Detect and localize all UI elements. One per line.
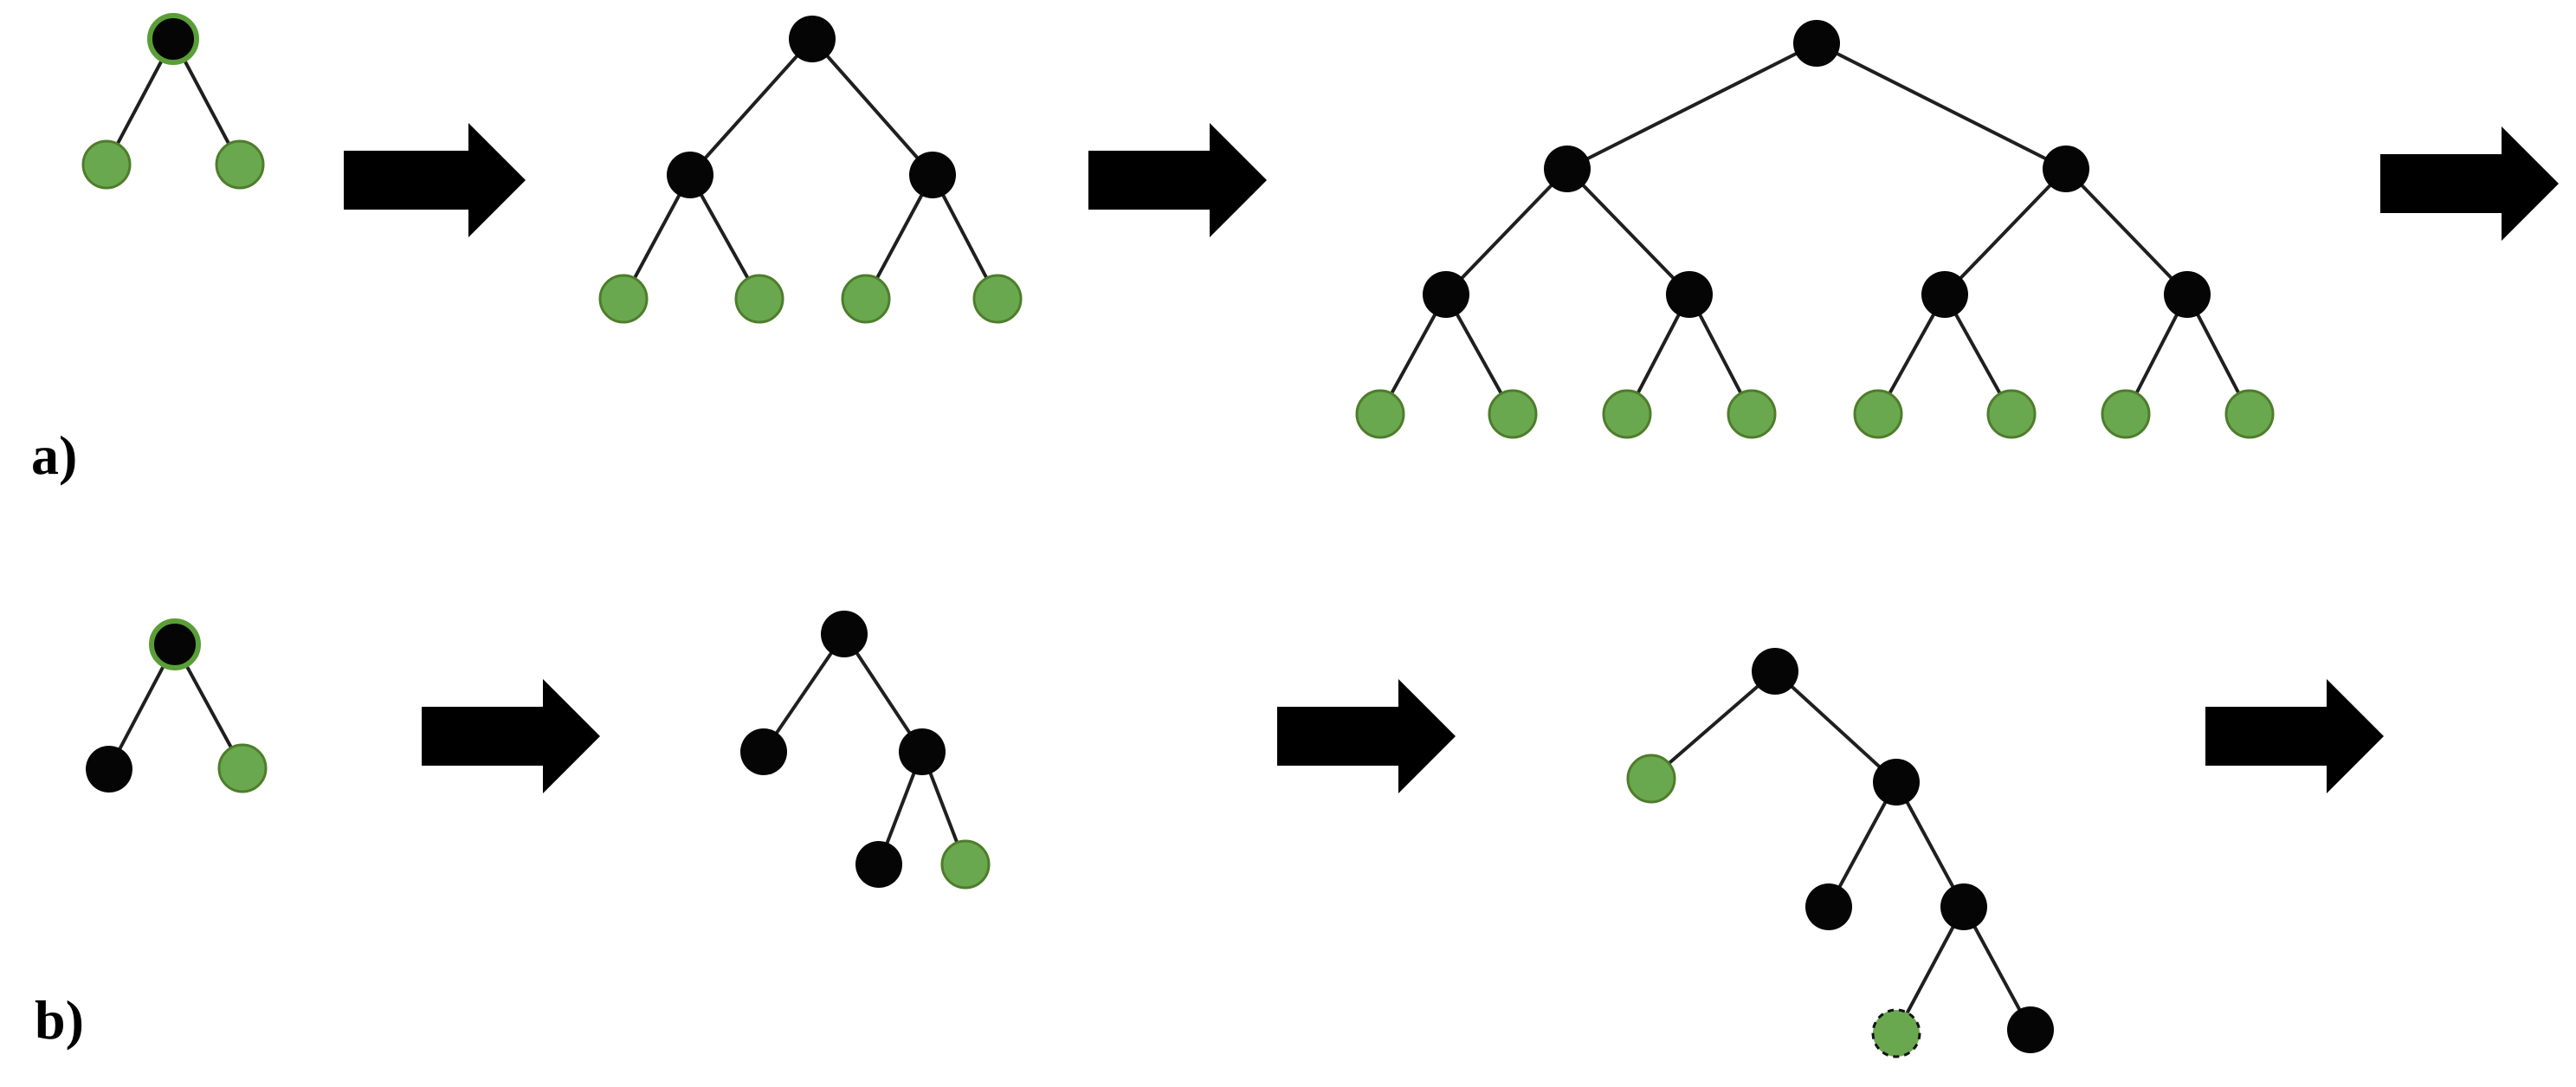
- node-a1-1: [81, 139, 132, 190]
- tree-edge-a3-r-a3-rl: [1943, 167, 2068, 296]
- arrow-b1-right-arrow-icon: [422, 679, 600, 793]
- row-b: [86, 611, 2384, 1058]
- node-b2-root: [821, 611, 868, 657]
- node-a3-r: [2043, 146, 2089, 192]
- tree-a3: [1355, 20, 2275, 439]
- arrow-b3-right-arrow-icon: [2205, 679, 2384, 793]
- row-a-label: a): [31, 424, 78, 486]
- node-a3-7: [2101, 389, 2151, 439]
- tree-edge-a3-l-a3-lr: [1566, 167, 1691, 296]
- node-a3-2: [1488, 389, 1538, 439]
- tree-edge-a3-l-a3-ll: [1444, 167, 1569, 296]
- arrow-a1-right-arrow-icon: [344, 123, 526, 237]
- tree-edge-b3-rr-b3-rrl: [1895, 906, 1966, 1034]
- tree-edge-b2-root-b2-l: [762, 632, 846, 754]
- tree-edge-b3-r-b3-rr: [1895, 781, 1966, 908]
- node-a3-ll: [1423, 271, 1469, 318]
- tree-edge-a3-root-a3-r: [1816, 42, 2067, 171]
- node-b2-r: [899, 728, 946, 775]
- node-b3-rrr: [2007, 1006, 2054, 1053]
- node-b2-rl: [855, 841, 902, 888]
- node-a2-r: [909, 152, 956, 198]
- node-a1-2: [215, 139, 265, 190]
- node-b1-r: [217, 743, 268, 793]
- node-b3-r: [1873, 759, 1920, 806]
- tree-edge-b3-root-b3-l: [1650, 670, 1777, 780]
- node-b2-l: [740, 728, 787, 775]
- node-a1-root: [147, 13, 199, 65]
- arrow-a3-right-arrow-icon: [2380, 126, 2559, 241]
- tree-a1: [81, 13, 265, 190]
- row-b-label: b): [35, 989, 84, 1051]
- tree-b3: [1626, 648, 2054, 1058]
- node-a2-1: [598, 274, 649, 324]
- node-b1-l: [86, 746, 132, 793]
- node-b3-l: [1626, 754, 1676, 804]
- tree-b2: [740, 611, 991, 890]
- tree-edge-b2-root-b2-r: [843, 632, 924, 754]
- tree-edge-a3-root-a3-l: [1566, 42, 1817, 171]
- node-a3-6: [1986, 389, 2037, 439]
- node-b2-rr: [940, 839, 991, 890]
- tree-edge-b3-root-b3-r: [1773, 670, 1898, 784]
- node-a3-rl: [1921, 271, 1968, 318]
- node-b3-rl: [1805, 883, 1852, 930]
- tree-a2: [598, 16, 1023, 324]
- arrow-a2-right-arrow-icon: [1088, 123, 1267, 237]
- node-a3-4: [1727, 389, 1777, 439]
- node-a3-rr: [2164, 271, 2211, 318]
- tree-edge-a2-root-a2-r: [810, 37, 934, 177]
- node-a3-l: [1544, 146, 1591, 192]
- node-a3-lr: [1666, 271, 1713, 318]
- node-a3-3: [1602, 389, 1652, 439]
- node-a2-3: [841, 274, 891, 324]
- node-b1-root: [149, 618, 201, 670]
- node-b3-rr: [1940, 883, 1987, 930]
- tree-edge-b3-r-b3-rl: [1827, 781, 1898, 908]
- row-a: [81, 13, 2559, 439]
- tree-b1: [86, 618, 268, 793]
- tree-edge-a2-root-a2-l: [688, 37, 814, 177]
- node-a3-1: [1355, 389, 1405, 439]
- node-a3-root: [1793, 20, 1840, 67]
- node-b3-rrl: [1871, 1008, 1921, 1058]
- tree-edge-a3-r-a3-rr: [2064, 167, 2189, 296]
- node-b3-root: [1752, 648, 1798, 695]
- node-a2-2: [734, 274, 784, 324]
- node-a3-8: [2224, 389, 2275, 439]
- node-a3-5: [1853, 389, 1903, 439]
- node-a2-l: [667, 152, 713, 198]
- node-a2-root: [789, 16, 836, 62]
- arrow-b2-right-arrow-icon: [1277, 679, 1456, 793]
- node-a2-4: [972, 274, 1023, 324]
